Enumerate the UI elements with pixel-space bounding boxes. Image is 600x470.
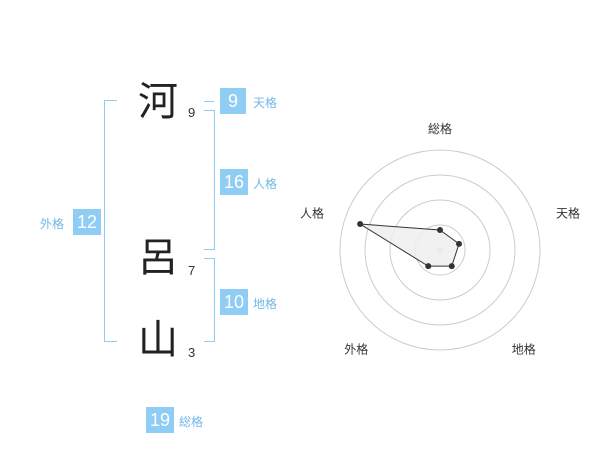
radar-axis-label-2: 天格 — [556, 205, 580, 220]
gaikaku-label: 外格 — [40, 217, 65, 231]
chikaku-value: 10 — [220, 289, 248, 315]
radar-point-1 — [437, 227, 443, 233]
radar-area — [359, 223, 460, 267]
radar-axis-label-1: 総格 — [428, 121, 452, 136]
jinkaku-value: 16 — [220, 169, 248, 195]
radar-point-4 — [425, 263, 432, 270]
radar-ring — [389, 199, 491, 301]
jinkaku-label: 人格 — [253, 177, 278, 191]
chikaku-bracket — [204, 258, 215, 342]
gaikaku-bracket — [104, 100, 117, 342]
chikaku-label: 地格 — [253, 297, 278, 311]
radar-axis-label-5: 人格 — [300, 205, 324, 220]
radar-point-3 — [448, 263, 455, 270]
tenkaku-connector — [204, 101, 214, 102]
jinkaku-bracket — [204, 110, 215, 250]
name-char-1: 河 — [138, 79, 178, 125]
radar-axis-label-3: 地格 — [512, 342, 536, 357]
soukaku-value: 19 — [146, 407, 174, 433]
stroke-count-1: 9 — [188, 105, 196, 120]
tenkaku-label: 天格 — [253, 96, 278, 110]
radar-axis-label-4: 外格 — [344, 342, 368, 357]
stroke-count-2: 7 — [188, 263, 196, 278]
soukaku-label: 総格 — [179, 415, 204, 429]
radar-point-2 — [456, 240, 463, 247]
radar-ring — [339, 149, 541, 351]
gaikaku-value: 12 — [73, 209, 101, 235]
name-char-3: 山 — [138, 317, 178, 363]
tenkaku-value: 9 — [220, 88, 246, 114]
radar-point-5 — [357, 221, 364, 228]
radar-ring — [364, 174, 516, 326]
stroke-count-3: 3 — [188, 345, 196, 360]
name-char-2: 呂 — [138, 235, 178, 281]
